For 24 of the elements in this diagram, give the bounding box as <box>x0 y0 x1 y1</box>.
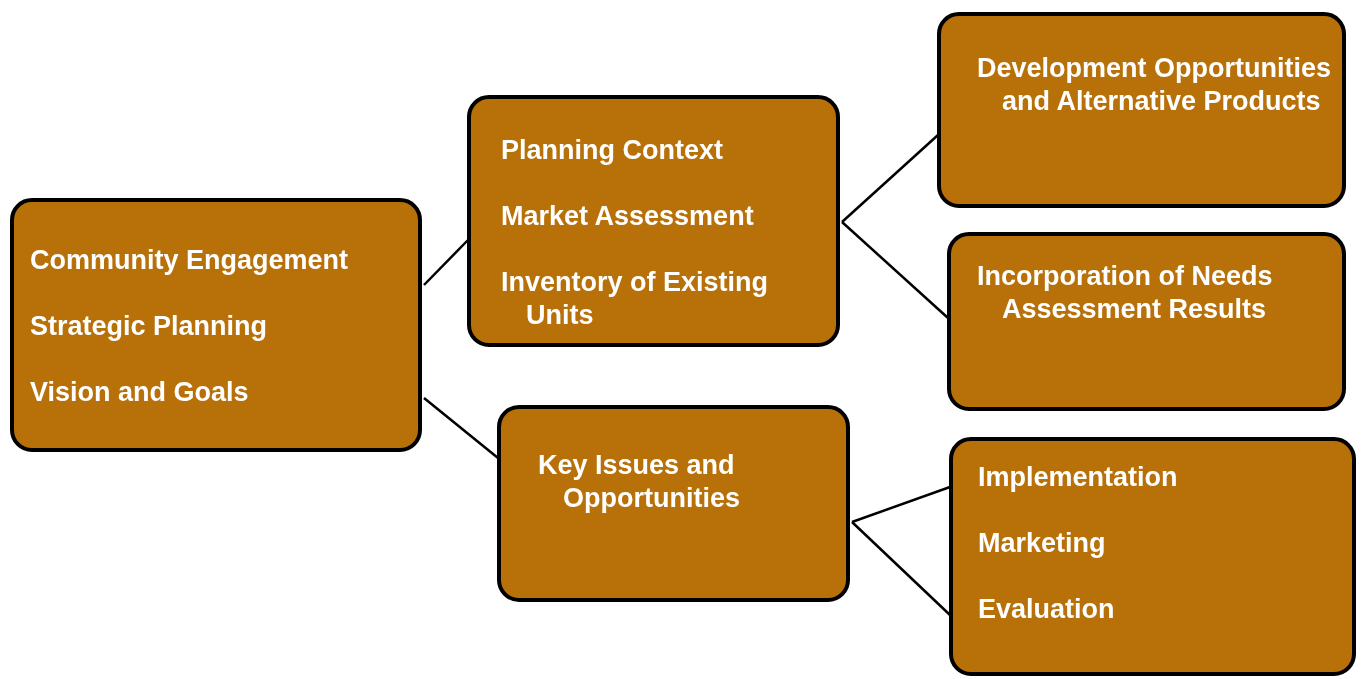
topic-text: Development Opportunities and Alternative Products <box>977 52 1333 118</box>
topic-box <box>467 95 840 347</box>
topic-text: Planning Context <box>501 134 724 167</box>
connector-line <box>841 134 939 223</box>
topic-text: Community Engagement <box>30 244 350 277</box>
connector-line <box>423 239 469 286</box>
connector-line <box>851 485 951 524</box>
connector-line <box>851 521 951 616</box>
topic-text: Key Issues and Opportunities <box>538 449 741 515</box>
topic-box <box>947 232 1346 411</box>
topic-text: Inventory of Existing Units <box>501 266 770 332</box>
connector-line <box>423 397 499 459</box>
topic-text: Strategic Planning <box>30 310 269 343</box>
topic-text: Incorporation of Needs Assessment Results <box>977 260 1274 326</box>
connector-line <box>841 221 949 319</box>
topic-text: Evaluation <box>978 593 1116 626</box>
topic-text: Marketing <box>978 527 1107 560</box>
topic-box <box>497 405 850 602</box>
topic-text: Implementation <box>978 461 1179 494</box>
topic-box <box>10 198 422 452</box>
topic-box <box>949 437 1356 676</box>
topic-text: Vision and Goals <box>30 376 250 409</box>
topic-text: Market Assessment <box>501 200 755 233</box>
topic-box <box>937 12 1346 208</box>
